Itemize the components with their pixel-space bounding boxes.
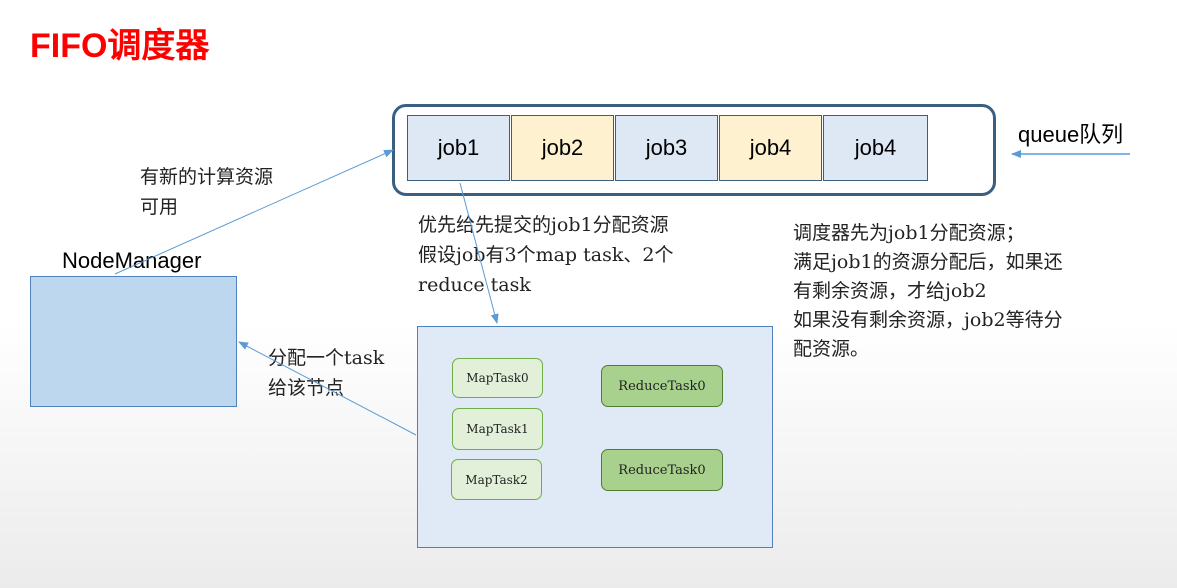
page-title: FIFO调度器	[30, 27, 210, 65]
allocation-note-line-1: 优先给先提交的job1分配资源	[418, 214, 669, 236]
queue-job-3: job3	[615, 115, 718, 181]
allocation-note-line-3: reduce task	[418, 274, 531, 296]
map-task-1: MapTask1	[452, 408, 543, 450]
assign-note-line-1: 分配一个task	[268, 347, 385, 369]
reduce-task-1: ReduceTask0	[601, 449, 723, 491]
assign-task-note: 分配一个task 给该节点	[268, 343, 384, 403]
scheduler-note-line-3: 有剩余资源，才给job2	[793, 280, 987, 302]
node-manager-label: NodeManager	[62, 248, 202, 273]
assign-note-line-2: 给该节点	[268, 377, 345, 399]
scheduler-note: 调度器先为job1分配资源； 满足job1的资源分配后，如果还有剩余资源，才给jo…	[793, 219, 1063, 364]
queue-job-4: job4	[719, 115, 822, 181]
node-manager-box	[30, 276, 237, 407]
map-task-0: MapTask0	[452, 358, 543, 398]
job1-to-tasks-arrow	[459, 182, 499, 324]
queue-label: queue队列	[1018, 122, 1124, 147]
resource-available-note: 有新的计算资源可用	[140, 162, 273, 222]
allocation-note-line-2: 假设job有3个map task、2个	[418, 244, 674, 266]
nodemanager-to-queue-arrow	[114, 149, 394, 275]
scheduler-note-line-2: 满足job1的资源分配后，如果还	[793, 251, 1063, 273]
scheduler-note-line-1: 调度器先为job1分配资源；	[793, 222, 1025, 244]
resource-note-line-1: 有新的计算资源	[140, 166, 274, 188]
scheduler-note-line-4: 如果没有剩余资源，job2等待分	[793, 309, 1063, 331]
map-task-2: MapTask2	[451, 459, 542, 500]
tasks-to-nodemanager-arrow	[238, 341, 417, 436]
reduce-task-0: ReduceTask0	[601, 365, 723, 407]
resource-note-line-2: 可用	[140, 196, 179, 218]
queue-job-1: job1	[407, 115, 510, 181]
scheduler-note-line-5: 配资源。	[793, 338, 870, 360]
queue-job-5: job4	[823, 115, 928, 181]
queue-job-2: job2	[511, 115, 614, 181]
allocation-note: 优先给先提交的job1分配资源假设job有3个map task、2个 reduce…	[418, 210, 673, 300]
